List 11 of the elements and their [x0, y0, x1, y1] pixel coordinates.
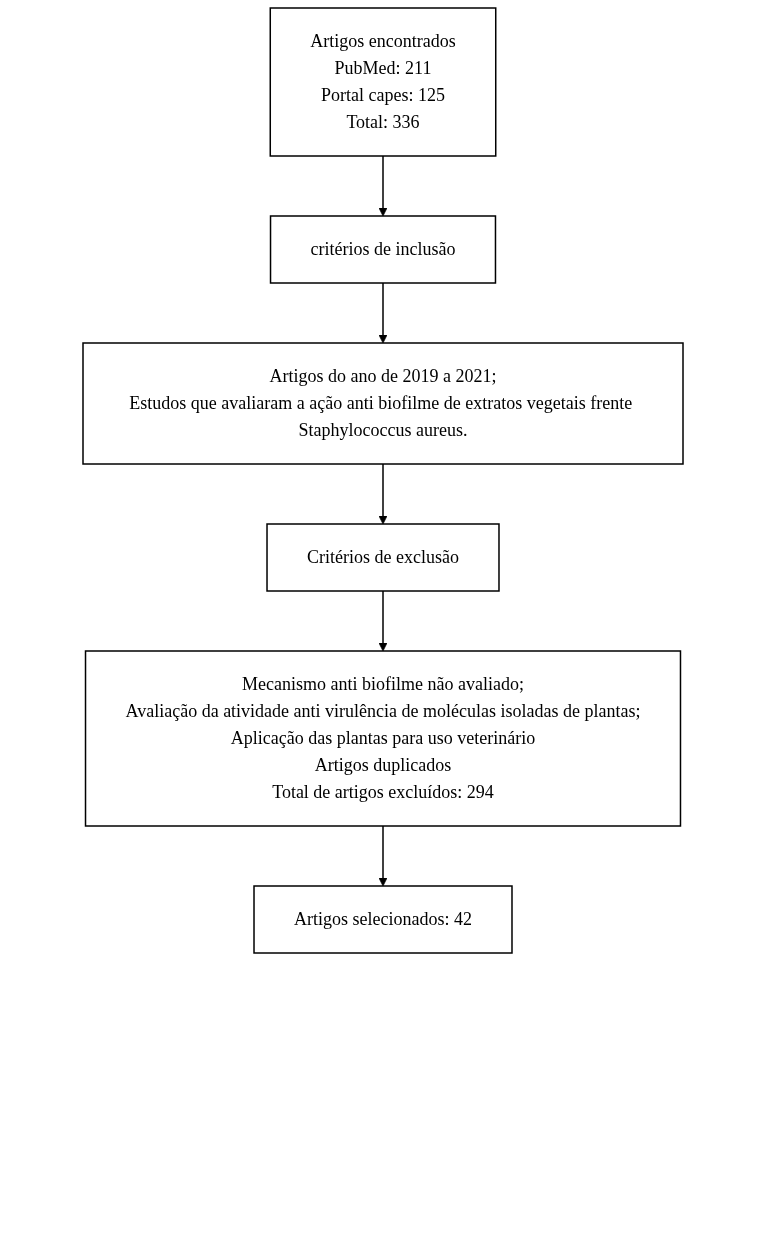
arrow: [378, 825, 388, 887]
arrow: [378, 590, 388, 652]
node-box: Artigos selecionados: 42: [253, 885, 513, 954]
arrow: [378, 155, 388, 217]
arrow: [378, 282, 388, 344]
node-box: Artigos do ano de 2019 a 2021; Estudos que avaliaram a ação anti biofilme de extratos vegetais frente Staphylococcus aureus.: [82, 342, 684, 465]
node-box: Critérios de exclusão: [266, 523, 500, 592]
node-box: Artigos encontrados PubMed: 211 Portal capes: 125 Total: 336: [269, 7, 497, 157]
arrow: [378, 463, 388, 525]
node-box: critérios de inclusão: [269, 215, 497, 284]
node-box: Mecanismo anti biofilme não avaliado; Avaliação da atividade anti virulência de moléculas isoladas de plantas; Aplicação das plantas para uso veterinário Artigos duplicados Total de artigos excluídos: 294: [84, 650, 682, 827]
